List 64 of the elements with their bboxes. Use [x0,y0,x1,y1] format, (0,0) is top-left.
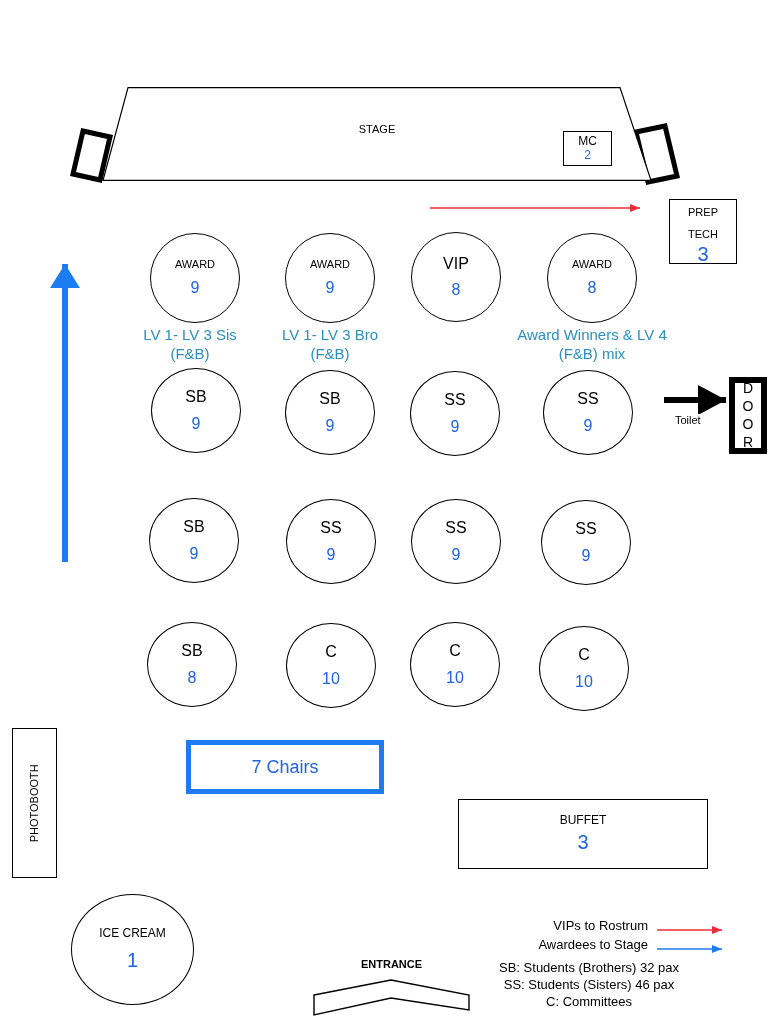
node-label: ICE CREAM [99,927,166,941]
seat-count: 9 [326,545,336,564]
node-label: STAGE [358,123,396,136]
table-note: LV 1- LV 3 Bro (F&B) [280,325,380,363]
table-label: SS [575,520,597,539]
seat-count: 10 [322,669,340,688]
seat-count: 10 [446,668,464,687]
table-label: SS [445,519,467,538]
seat-count: 9 [325,416,335,435]
prep-tech-table [669,199,737,264]
seat-count: 10 [575,672,593,691]
table-label: SB [181,642,203,661]
seat-count: 9 [583,416,593,435]
seat-count: 9 [190,279,200,298]
legend-label: Awardees to Stage [538,937,648,952]
seat-count: 9 [189,544,199,563]
node-label: PREP TECH [687,204,719,242]
seat-count: 9 [191,414,201,433]
photobooth [12,728,57,878]
seat-count: 9 [325,279,335,298]
seat-count: 8 [451,281,461,300]
seat-count: 9 [450,417,460,436]
node-label: MC [578,134,597,149]
stage-platform [102,87,652,181]
node-label: DOOR [739,379,757,452]
chair-row [186,740,384,794]
table-label: SB [183,518,205,537]
legend-note: C: Committees [546,994,632,1009]
legend-note: SS: Students (Sisters) 46 pax [503,977,675,992]
seat-count: 3 [697,244,709,263]
seat-count: 9 [581,546,591,565]
table-note: Award Winners & LV 4 (F&B) mix [516,325,668,363]
table-label: C [578,646,590,665]
buffet-table [458,799,708,869]
seat-count: 9 [451,545,461,564]
table-label: SB [185,388,207,407]
table-label: VIP [443,254,469,273]
table-label: SB [319,390,341,409]
seat-count: 2 [584,148,591,163]
legend-label: VIPs to Rostrum [553,918,648,933]
table-label: SS [444,391,466,410]
legend-note: SB: Students (Brothers) 32 pax [499,960,679,975]
seat-count: 1 [126,948,139,972]
table-label: AWARD [571,258,613,272]
table-label: C [325,643,337,662]
ice-cream-table [71,894,194,1005]
arrow [664,385,726,415]
node-label: 7 Chairs [251,756,319,778]
edge-label: Toilet [675,414,701,426]
table-label: AWARD [309,258,351,272]
table-note: LV 1- LV 3 Sis (F&B) [142,325,238,363]
entrance [313,958,470,1016]
seat-count: 8 [587,279,597,298]
table-label: C [449,642,461,661]
table-label: AWARD [174,258,216,272]
table-label: SS [577,390,599,409]
seat-count: 3 [577,831,589,855]
node-label: ENTRANCE [360,958,423,971]
table-label: SS [320,519,342,538]
node-label: PHOTOBOOTH [28,764,41,842]
door [729,377,767,454]
seat-count: 8 [187,668,197,687]
mc-table [563,131,612,166]
node-label: BUFFET [559,813,607,828]
